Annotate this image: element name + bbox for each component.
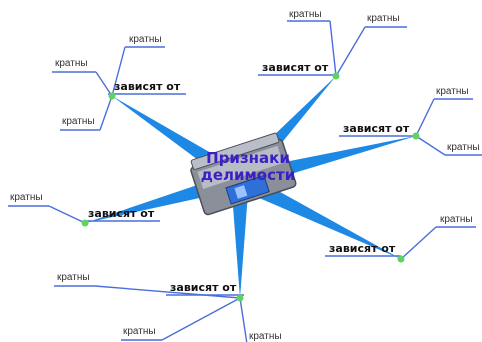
leaf-label[interactable]: кратны (10, 192, 43, 203)
branch-node[interactable] (108, 92, 116, 100)
leaf-label[interactable]: кратны (55, 58, 88, 69)
branch-label-left[interactable]: зависят от (88, 207, 155, 220)
leaf-label[interactable]: кратны (123, 326, 156, 337)
branch-node[interactable] (236, 294, 244, 302)
leaf-label[interactable]: кратны (62, 116, 95, 127)
leaf-connector (415, 98, 435, 137)
leaf-label[interactable]: кратны (249, 331, 282, 342)
branch-label-top[interactable]: зависят от (262, 61, 329, 74)
leaf-label[interactable]: кратны (129, 34, 162, 45)
branch-node[interactable] (332, 72, 340, 80)
branch-node[interactable] (412, 132, 420, 140)
leaf-label[interactable]: кратны (289, 9, 322, 20)
leaf-label[interactable]: кратны (367, 13, 400, 24)
leaf-connector (95, 71, 113, 97)
twigs (8, 20, 482, 342)
leaf-connector (94, 285, 241, 299)
branch-spoke (231, 180, 249, 298)
branch-label-top-left[interactable]: зависят от (114, 80, 181, 93)
leaf-label[interactable]: кратны (447, 142, 480, 153)
central-topic[interactable]: Признаки делимости (200, 149, 296, 184)
leaf-connector (335, 26, 366, 77)
branch-node[interactable] (81, 219, 89, 227)
leaf-connector (415, 135, 446, 156)
branch-label-bottom-right[interactable]: зависят от (329, 242, 396, 255)
leaf-label[interactable]: кратны (57, 272, 90, 283)
branch-label-right[interactable]: зависят от (343, 122, 410, 135)
leaf-label[interactable]: кратны (440, 214, 473, 225)
leaf-label[interactable]: кратны (436, 86, 469, 97)
branch-spoke (236, 171, 401, 259)
leaf-connector (400, 226, 437, 260)
branch-label-bottom[interactable]: зависят от (170, 281, 237, 294)
leaf-connector (99, 95, 113, 131)
leaf-connector (111, 46, 126, 97)
leaf-connector (329, 20, 337, 77)
nodes (81, 72, 420, 302)
branch-node[interactable] (397, 255, 405, 263)
leaf-connector (239, 297, 248, 342)
leaf-connector (48, 205, 86, 224)
leaf-connector (161, 297, 241, 341)
floppy-disk-icon[interactable] (188, 132, 297, 216)
